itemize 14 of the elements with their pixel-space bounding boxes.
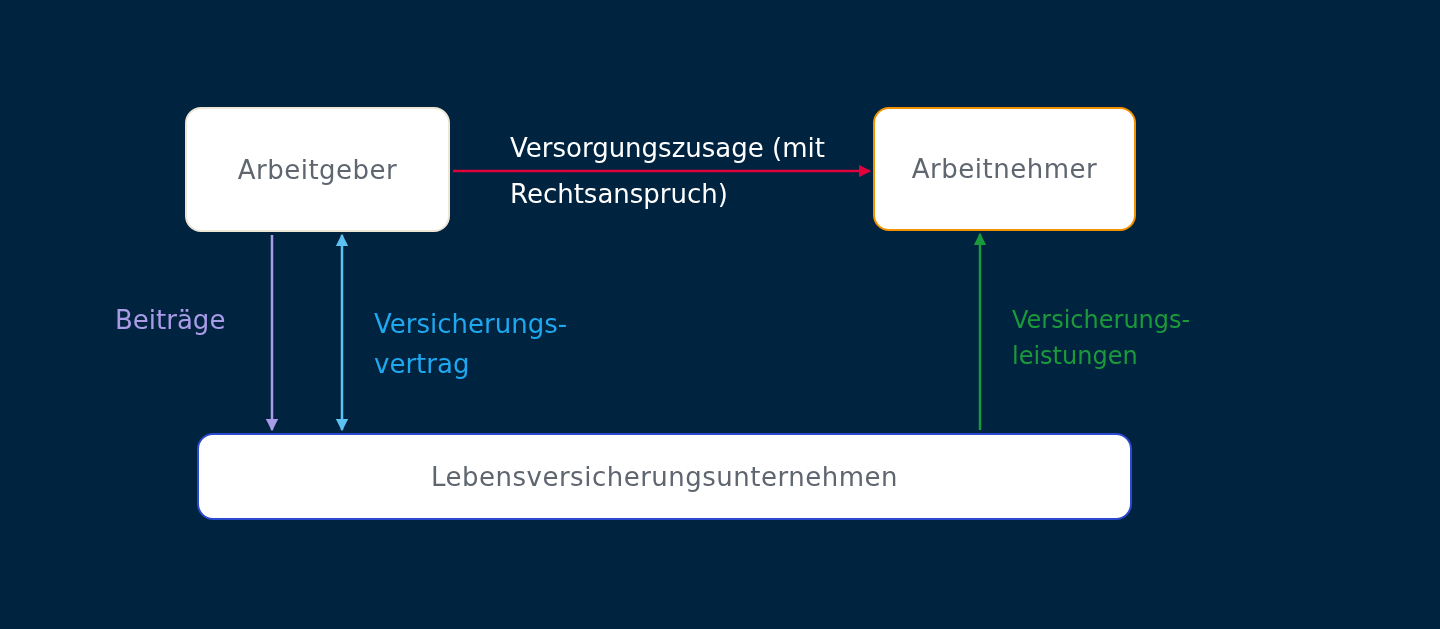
arrow: [265, 235, 279, 432]
rounded-box: [185, 107, 450, 232]
rounded-box: [197, 433, 1132, 520]
arrow: [335, 233, 349, 432]
edge-label: Beiträge: [115, 304, 227, 337]
arrow: [973, 232, 987, 430]
rounded-box: [873, 107, 1136, 231]
node-label: Arbeitgeber: [237, 154, 398, 185]
edge-label: Versorgungszusage (mit Rechtsanspruch): [510, 132, 826, 211]
node-label: Lebensversicherungsunternehmen: [431, 461, 898, 492]
arrow: [453, 164, 872, 178]
edge-label: Versicherungs- leistungen: [1012, 305, 1192, 372]
node-label: Arbeitnehmer: [911, 154, 1098, 184]
edge-label: Versicherungs- vertrag: [374, 308, 569, 381]
